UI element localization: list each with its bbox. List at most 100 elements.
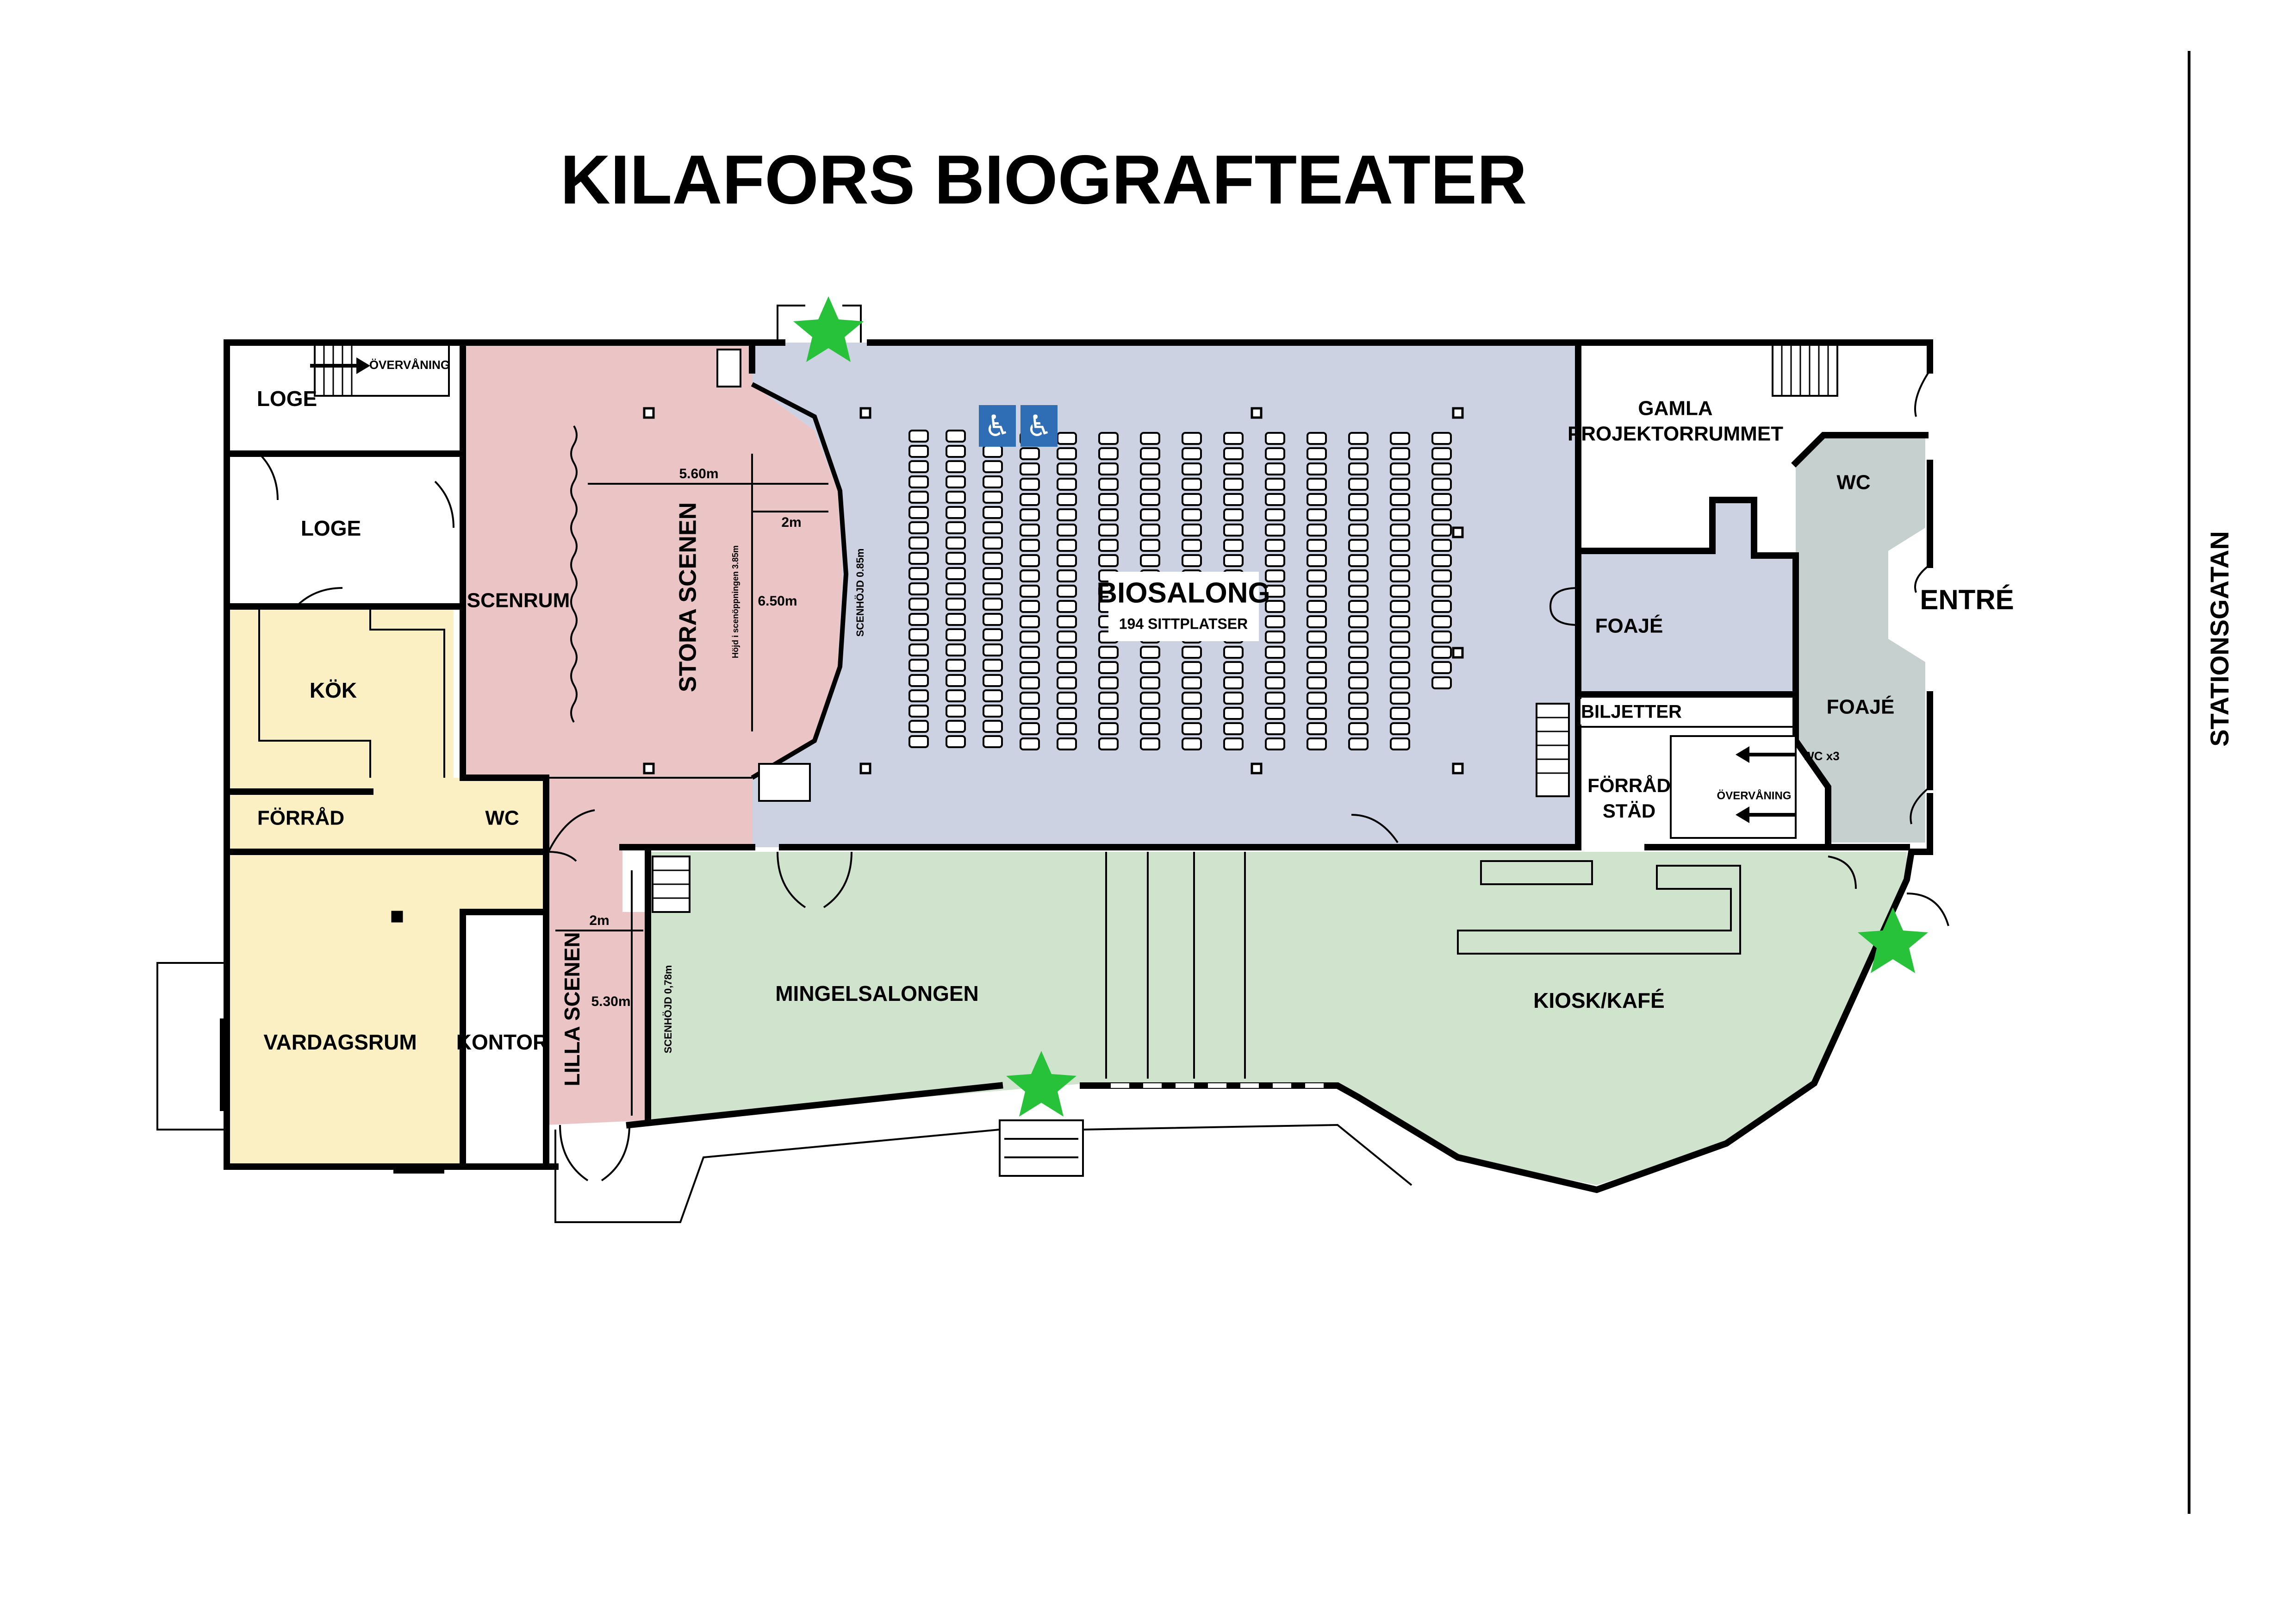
seat [1431,478,1452,491]
seat [1098,661,1119,674]
seat [1265,524,1285,537]
seat [1390,462,1410,475]
seat [908,491,929,504]
seat [983,659,1003,672]
seat [946,628,966,641]
arrow-icon [310,357,1796,823]
foyer-entrance-area [1796,435,1925,843]
seat [908,735,929,748]
seat [1307,676,1327,689]
seat [1307,615,1327,628]
seat [908,475,929,488]
seat [1140,478,1160,491]
seat [1265,707,1285,720]
seat [1140,646,1160,659]
seat [1182,707,1202,720]
seat [1182,646,1202,659]
seat [983,506,1003,519]
seat [1223,478,1244,491]
seat [1265,493,1285,506]
seat [1020,737,1040,750]
stairs-overvaning-right: ÖVERVÅNING [1717,789,1792,802]
seat [1390,707,1410,720]
seat [1265,737,1285,750]
seat [1057,676,1077,689]
seat [1307,585,1327,598]
seat [1140,661,1160,674]
street-label: STATIONSGATAN [2205,531,2234,747]
seat [1307,569,1327,582]
seat [1307,661,1327,674]
seat [1307,539,1327,552]
seat [1265,615,1285,628]
seat [1182,524,1202,537]
seat [1431,508,1452,521]
room-forrad-stad-1: FÖRRÅD [1587,775,1671,796]
seat [908,582,929,595]
seat [1348,692,1369,705]
exterior-structures [156,962,1412,1223]
seat [1057,524,1077,537]
seat [946,643,966,656]
seat [908,460,929,473]
seat [983,582,1003,595]
seat [1098,737,1119,750]
seat [1223,539,1244,552]
seat [1390,478,1410,491]
seat [1307,707,1327,720]
seat [908,537,929,550]
seat [1020,569,1040,582]
seat [1182,432,1202,445]
seat [1431,554,1452,567]
seat [1265,447,1285,460]
room-foaje-entrance: FOAJÉ [1827,695,1895,718]
seat [1265,600,1285,613]
seat [1265,478,1285,491]
seat [1098,447,1119,460]
seat [1390,661,1410,674]
room-kiosk: KIOSK/KAFÉ [1533,988,1665,1012]
seat [1348,676,1369,689]
seat [1431,569,1452,582]
seat [946,445,966,458]
seat [1140,493,1160,506]
seat [946,720,966,733]
seat [946,613,966,626]
seat [1431,524,1452,537]
seat [1140,524,1160,537]
seat [1348,493,1369,506]
seat [946,506,966,519]
seat [983,613,1003,626]
seat [983,567,1003,580]
seat [1020,585,1040,598]
room-biljetter: BILJETTER [1581,702,1682,722]
seat [983,720,1003,733]
seat [1390,737,1410,750]
seat [1265,462,1285,475]
seat [1265,508,1285,521]
dim-stage-width: 5.60m [679,466,718,481]
dim-small-width: 2m [589,913,609,928]
seat [1431,432,1452,445]
seat [983,598,1003,611]
seat [1098,722,1119,735]
seat [1140,508,1160,521]
seat [1348,646,1369,659]
seat [1307,600,1327,613]
seat [1265,569,1285,582]
seat [1307,554,1327,567]
seat [1390,646,1410,659]
seat [983,552,1003,565]
stage-area [463,343,842,912]
seat [1307,462,1327,475]
seat [946,475,966,488]
seat [908,720,929,733]
seat [983,537,1003,550]
seat [908,567,929,580]
seat [1307,447,1327,460]
stage-front [751,382,849,780]
seat [1348,569,1369,582]
seat [1223,646,1244,659]
room-stora-scenen: STORA SCENEN [675,502,702,692]
seat [1057,539,1077,552]
